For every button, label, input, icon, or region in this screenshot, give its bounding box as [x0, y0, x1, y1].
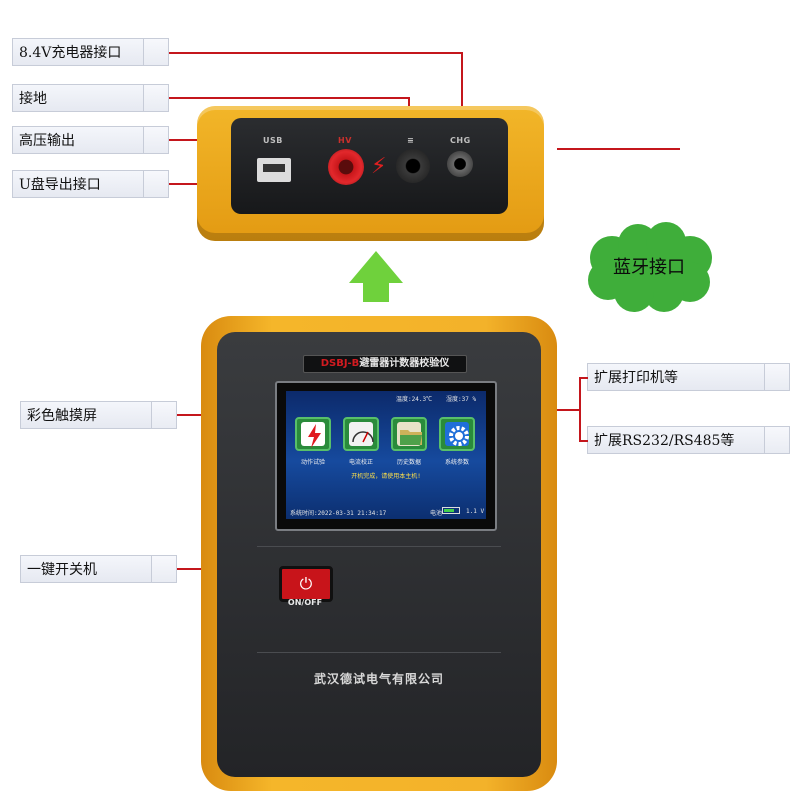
bluetooth-label: 蓝牙接口 — [613, 257, 685, 278]
device-model: DSBJ-B — [320, 358, 360, 369]
device-front-panel: DSBJ-B避雷器计数器校验仪 温度:24.3℃ 湿度:37 % — [217, 332, 541, 777]
device-title: DSBJ-B避雷器计数器校验仪 — [303, 355, 467, 373]
callout-line — [177, 414, 210, 416]
high-voltage-bolt-icon: ⚡ — [371, 154, 387, 179]
label-text: 彩色触摸屏 — [27, 408, 97, 424]
cloud-icon — [588, 222, 712, 312]
port-label-hv: HV — [338, 136, 352, 145]
port-label-usb: USB — [263, 136, 283, 145]
callout-line — [169, 97, 409, 99]
label-text: 高压输出 — [19, 133, 75, 149]
hv-output-jack — [328, 149, 364, 185]
tile-label: 动作试验 — [300, 459, 325, 466]
callout-line — [557, 148, 680, 150]
label-text: 扩展打印机等 — [594, 370, 678, 386]
battery-fill — [444, 509, 454, 512]
folder-icon — [400, 430, 422, 445]
port-panel: USB HV ≡ CHG ⚡ — [231, 118, 508, 214]
device-side-view: USB HV ≡ CHG ⚡ — [197, 106, 544, 241]
power-button[interactable]: ⏻ — [279, 566, 333, 602]
callout-line — [177, 568, 210, 570]
lightning-icon — [308, 424, 321, 448]
callout-line — [579, 377, 581, 441]
callout-line — [548, 409, 580, 411]
ground-jack — [396, 149, 430, 183]
label-text: 一键开关机 — [27, 562, 97, 578]
device-name: 避雷器计数器校验仪 — [359, 358, 450, 369]
device-front: DSBJ-B避雷器计数器校验仪 温度:24.3℃ 湿度:37 % — [201, 316, 557, 791]
tile-label: 系统参数 — [444, 459, 469, 466]
battery-icon — [442, 507, 460, 514]
callout-line — [579, 440, 588, 442]
callout-line — [169, 52, 462, 54]
label-serial-ext: 扩展RS232/RS485等 — [587, 426, 790, 454]
port-label-ground: ≡ — [407, 136, 415, 145]
power-label: ON/OFF — [287, 598, 323, 607]
up-arrow-shaft — [363, 282, 389, 302]
humidity-readout: 湿度:37 % — [446, 396, 477, 403]
tile-label: 电流校正 — [348, 459, 373, 466]
tile-system-params[interactable] — [439, 417, 475, 451]
label-touchscreen: 彩色触摸屏 — [20, 401, 177, 429]
label-charger-port: 8.4V充电器接口 — [12, 38, 169, 66]
label-power-switch: 一键开关机 — [20, 555, 177, 583]
tile-label: 历史数据 — [396, 459, 421, 466]
label-text: 8.4V充电器接口 — [19, 45, 122, 61]
battery-label: 电池 — [430, 510, 443, 517]
touchscreen-bezel: 温度:24.3℃ 湿度:37 % — [275, 381, 497, 531]
label-text: 接地 — [19, 91, 47, 107]
label-ground: 接地 — [12, 84, 169, 112]
touchscreen[interactable]: 温度:24.3℃ 湿度:37 % — [286, 391, 486, 519]
label-hv-output: 高压输出 — [12, 126, 169, 154]
company-name: 武汉德试电气有限公司 — [313, 672, 444, 686]
tile-current-calibration[interactable] — [343, 417, 379, 451]
charger-jack — [447, 151, 473, 177]
status-message: 开机完成，请使用本主机! — [351, 473, 421, 480]
port-label-chg: CHG — [450, 136, 471, 145]
temperature-readout: 温度:24.3℃ — [396, 396, 433, 403]
label-printer-ext: 扩展打印机等 — [587, 363, 790, 391]
power-icon: ⏻ — [299, 574, 313, 593]
usb-port — [257, 158, 291, 182]
label-text: U盘导出接口 — [19, 177, 101, 193]
tile-history-data[interactable] — [391, 417, 427, 451]
divider — [257, 652, 501, 653]
up-arrow-icon — [349, 251, 403, 283]
label-text: 扩展RS232/RS485等 — [594, 433, 735, 449]
gear-icon — [449, 426, 469, 446]
battery-voltage: 1.1 V — [466, 508, 485, 515]
divider — [257, 546, 501, 547]
tile-action-test[interactable] — [295, 417, 331, 451]
callout-line — [579, 377, 588, 379]
callout-line — [461, 52, 463, 152]
system-time: 系统时间:2022-03-31 21:34:17 — [290, 510, 387, 517]
bluetooth-cloud: 蓝牙接口 — [582, 222, 716, 314]
label-usb-export: U盘导出接口 — [12, 170, 169, 198]
meter-icon — [352, 431, 374, 443]
